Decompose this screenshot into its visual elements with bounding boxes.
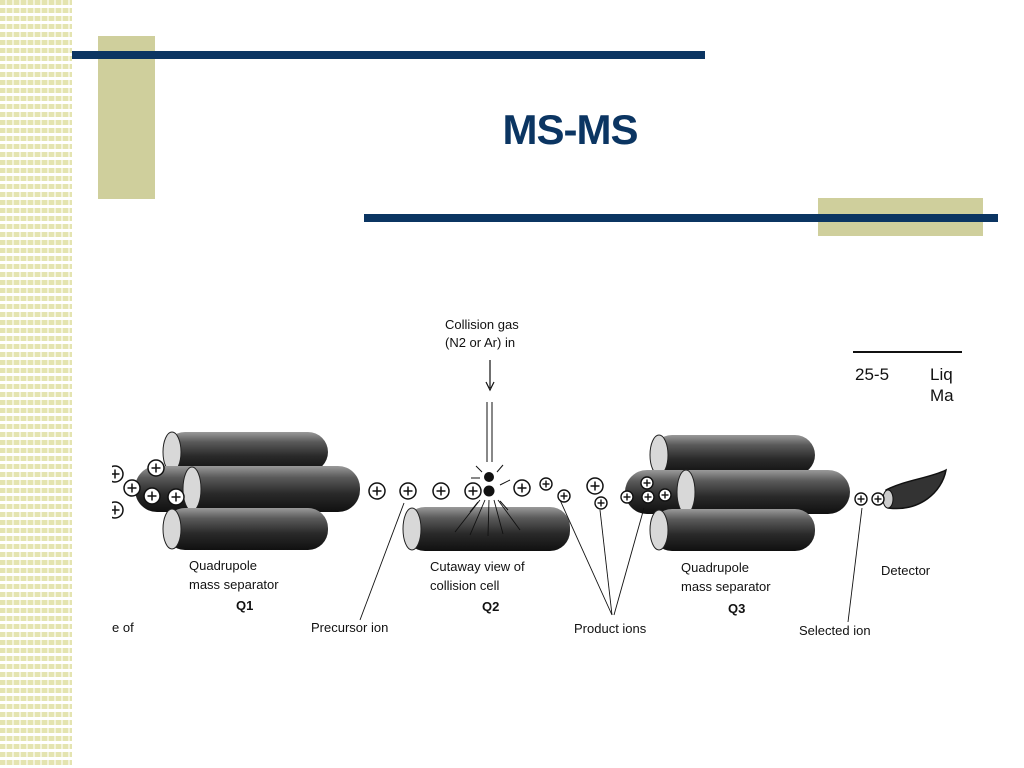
decorative-navy-line-bottom	[364, 214, 998, 222]
collision-gas-label-line2: (N2 or Ar) in	[445, 335, 515, 350]
product-ions-label: Product ions	[574, 621, 647, 636]
q2-code-label: Q2	[482, 599, 499, 614]
q3-code-label: Q3	[728, 601, 745, 616]
selected-ion-label: Selected ion	[799, 623, 871, 638]
decorative-navy-line-top	[72, 51, 705, 59]
slide-title: MS-MS	[502, 106, 639, 153]
detector-horn	[885, 468, 948, 510]
detector-label: Detector	[881, 563, 931, 578]
q3-label-line2: mass separator	[681, 579, 771, 594]
q2-label-line2: collision cell	[430, 578, 499, 593]
left-cut-label: e of	[112, 620, 134, 635]
decorative-tan-block-top	[98, 36, 155, 199]
q1-label-line1: Quadrupole	[189, 558, 257, 573]
collision-cell-rod	[402, 507, 570, 551]
q1-label-line2: mass separator	[189, 577, 279, 592]
caption-fragment-1: Liq	[930, 365, 953, 384]
selected-ions	[854, 492, 885, 506]
precursor-ion-label: Precursor ion	[311, 620, 388, 635]
figure-number: 25-5	[855, 365, 889, 384]
collision-fragment-lines	[454, 499, 521, 537]
precursor-ion-beam	[368, 482, 482, 500]
q2-label-line1: Cutaway view of	[430, 559, 525, 574]
collision-gas-inlet	[469, 360, 511, 513]
q3-quadrupole-rods	[625, 434, 850, 551]
caption-fragment-2: Ma	[930, 386, 954, 405]
collision-gas-label-line1: Collision gas	[445, 317, 519, 332]
q3-label-line1: Quadrupole	[681, 560, 749, 575]
decorative-stripe-band	[0, 0, 72, 768]
leader-lines	[359, 499, 863, 623]
q1-quadrupole-rods	[135, 431, 360, 550]
q1-code-label: Q1	[236, 598, 253, 613]
